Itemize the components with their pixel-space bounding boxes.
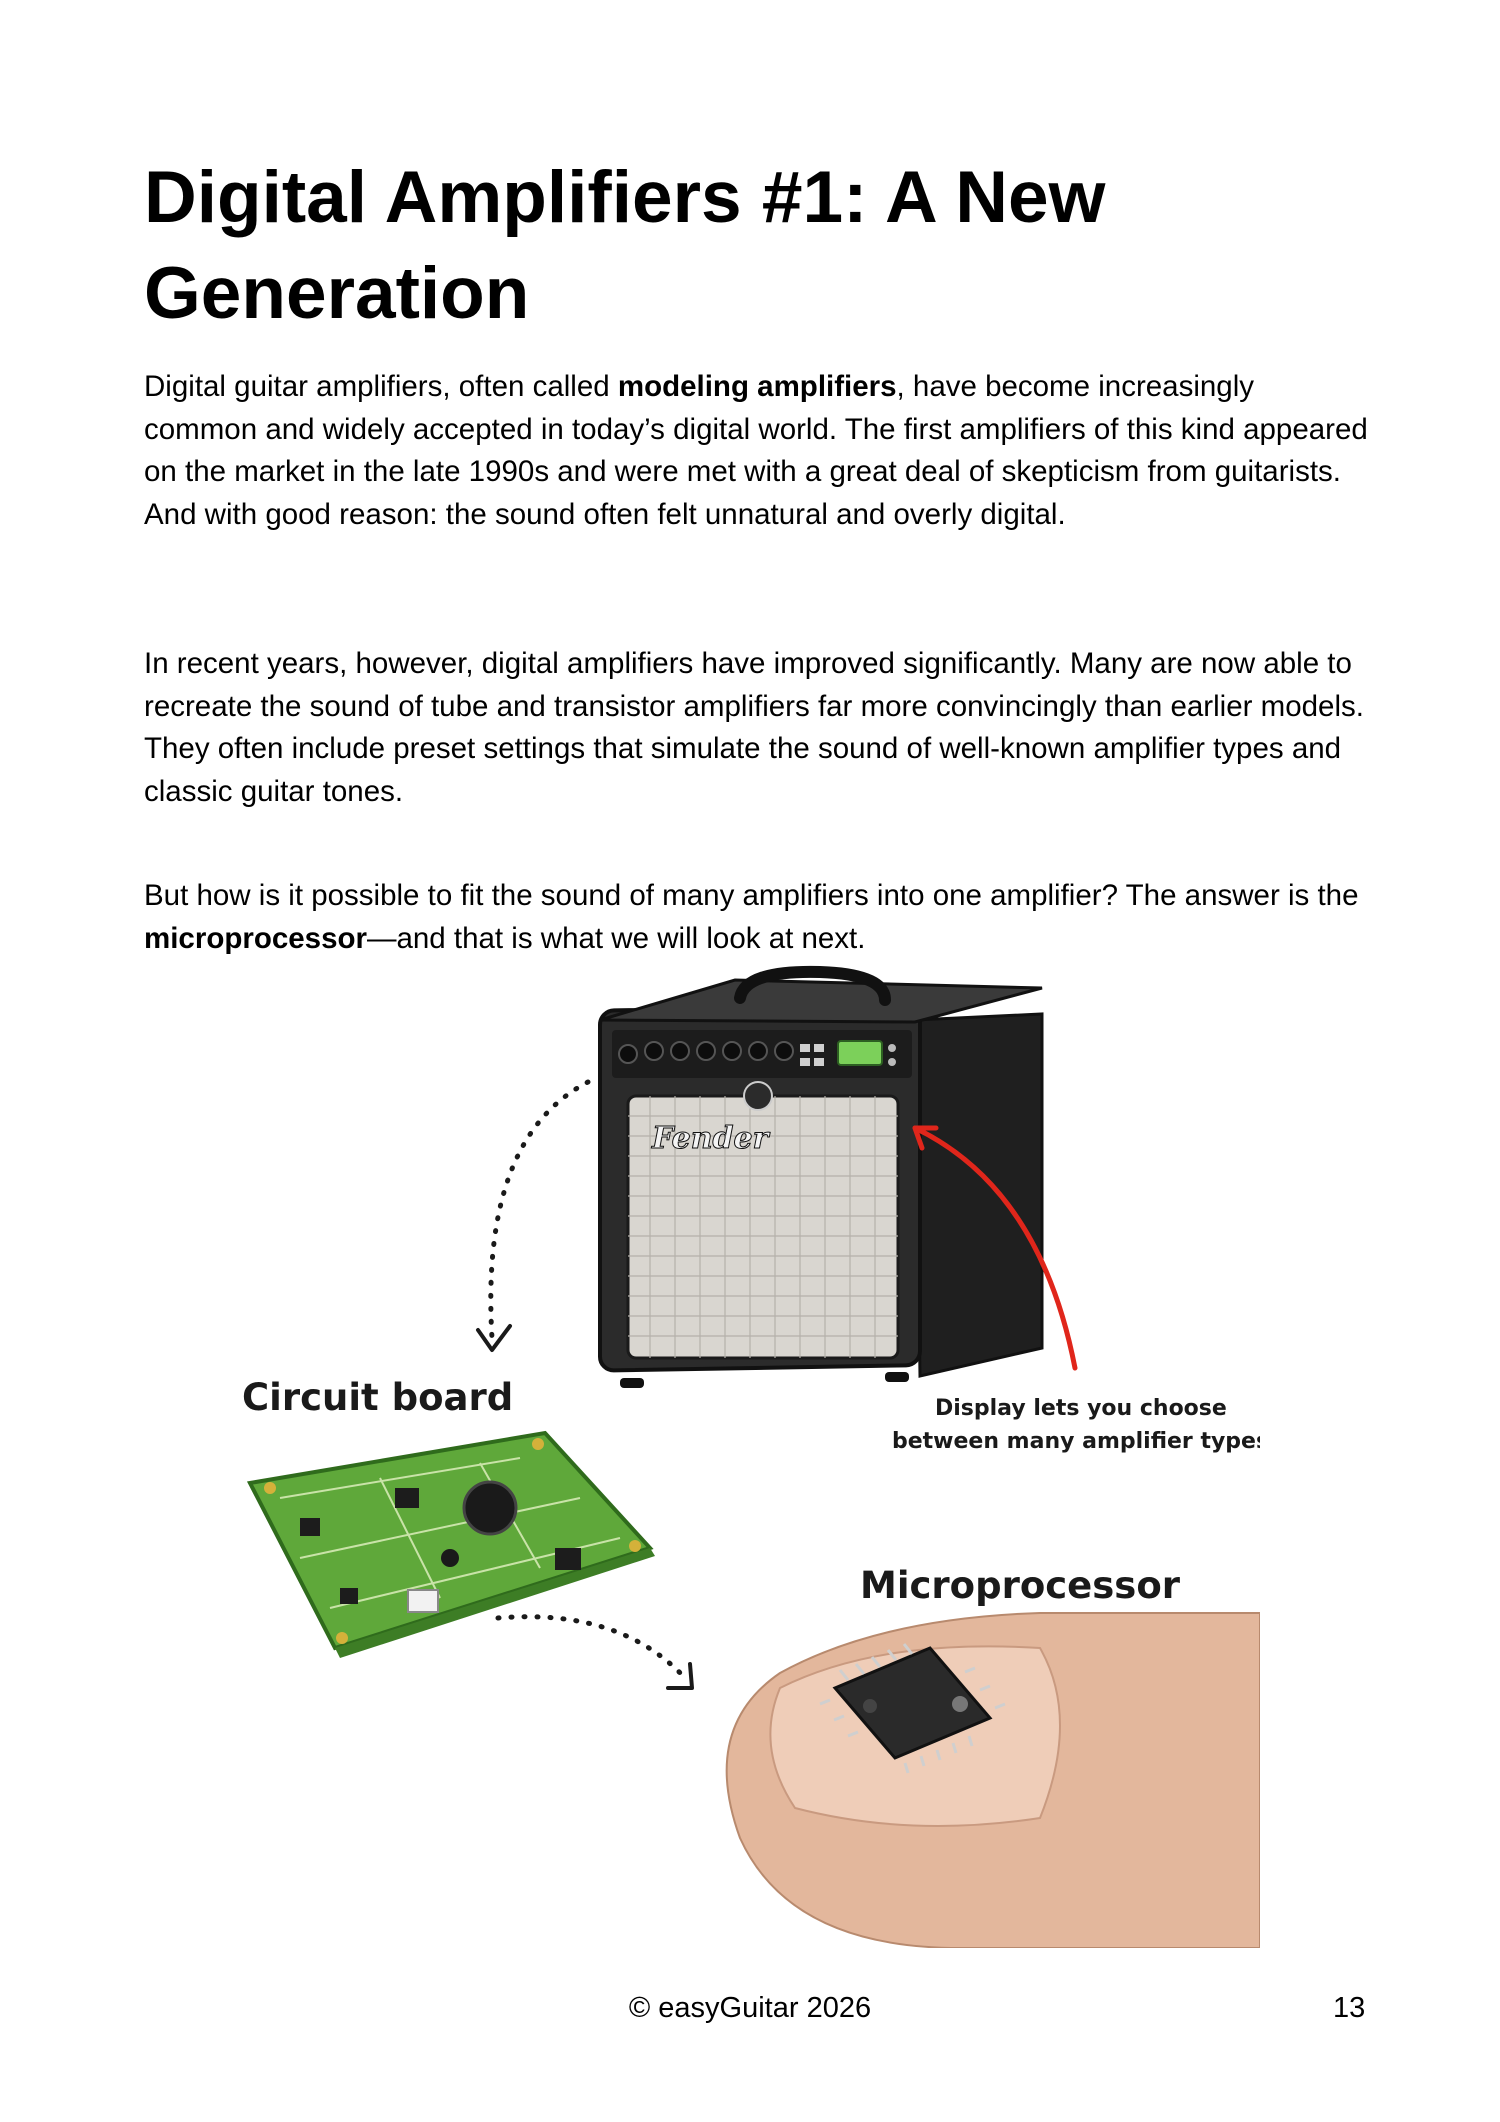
label-display-line1: Display lets you choose — [935, 1396, 1227, 1421]
p1-bold-term: modeling amplifiers — [617, 370, 897, 403]
circuit-board-image — [246, 1430, 655, 1658]
amplifier-image: Fender — [598, 965, 1044, 1388]
fingertip-image — [725, 1612, 1260, 1948]
p3-text-start: But how is it possible to fit the sound … — [144, 879, 1359, 912]
dotted-arrow-amp-to-board — [488, 1079, 591, 1341]
p1-text-start: Digital guitar amplifiers, often called — [144, 370, 618, 403]
red-arrow — [912, 1125, 1078, 1371]
amp-display — [837, 1040, 883, 1066]
microprocessor-chip — [819, 1643, 1006, 1774]
paragraph-microprocessor: But how is it possible to fit the sound … — [144, 875, 1374, 960]
paragraph-intro: Digital guitar amplifiers, often called … — [144, 366, 1374, 536]
page-title: Digital Amplifiers #1: A New Generation — [144, 157, 1106, 334]
p1-text-end: , have become increasingly common and wi… — [144, 370, 1368, 531]
label-microprocessor: Microprocessor — [860, 1564, 1181, 1607]
p3-bold-term: microprocessor — [144, 921, 367, 955]
footer-copyright: © easyGuitar 2026 — [628, 1992, 872, 2024]
p3-text-end: —and that is what we will look at next. — [366, 921, 866, 955]
amplifier-illustration: Fender Circuit board Display lets you ch… — [242, 965, 1260, 1948]
dotted-arrow-board-to-chip — [495, 1614, 688, 1681]
paragraph-recent-years: In recent years, however, digital amplif… — [144, 647, 1364, 808]
amp-brand-logo: Fender — [651, 1121, 771, 1156]
label-display-line2: between many amplifier types — [892, 1429, 1260, 1454]
label-circuit-board: Circuit board — [242, 1376, 513, 1419]
page-number: 13 — [1333, 1992, 1366, 2024]
